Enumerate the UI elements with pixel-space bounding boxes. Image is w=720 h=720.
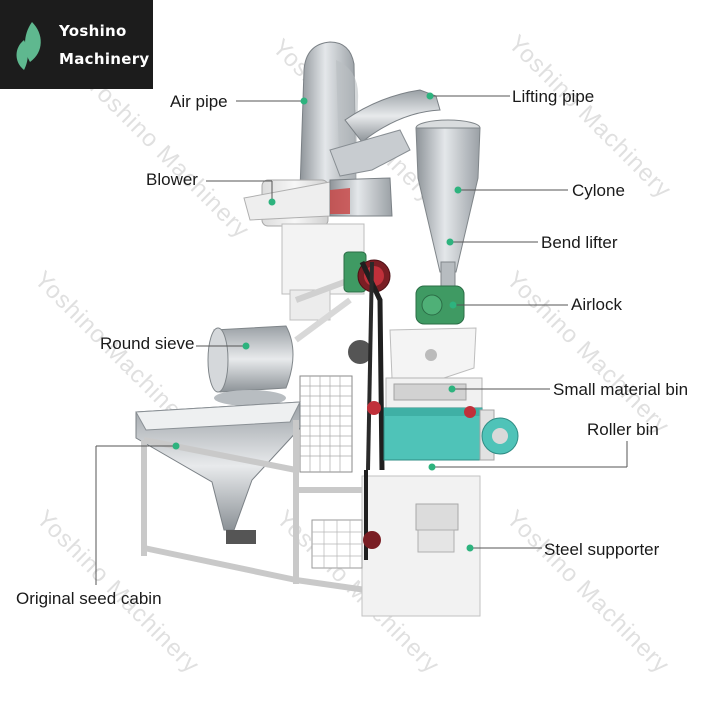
label-roller-bin: Roller bin	[587, 420, 659, 440]
marker-airlock	[450, 302, 457, 309]
marker-round-sieve	[243, 343, 250, 350]
brand-name-line-1: Yoshino	[59, 22, 127, 40]
marker-original-seed-cabin	[173, 443, 180, 450]
label-blower: Blower	[146, 170, 198, 190]
marker-blower	[269, 199, 276, 206]
brand-name-line-2: Machinery	[59, 50, 150, 68]
brand-logo: Yoshino Machinery	[0, 0, 153, 89]
cyclone-shape	[416, 128, 480, 272]
label-round-sieve: Round sieve	[100, 334, 195, 354]
marker-lifting-pipe	[427, 93, 434, 100]
label-airlock: Airlock	[571, 295, 622, 315]
leaf-icon	[10, 20, 50, 72]
marker-roller-bin	[429, 464, 436, 471]
marker-cylone	[455, 187, 462, 194]
label-air-pipe: Air pipe	[170, 92, 228, 112]
label-cylone: Cylone	[572, 181, 625, 201]
label-original-seed-cabin: Original seed cabin	[16, 589, 162, 609]
marker-bend-lifter	[447, 239, 454, 246]
label-steel-supporter: Steel supporter	[544, 540, 659, 560]
marker-air-pipe	[301, 98, 308, 105]
label-bend-lifter: Bend lifter	[541, 233, 618, 253]
marker-small-material-bin	[449, 386, 456, 393]
label-small-material-bin: Small material bin	[553, 380, 688, 400]
marker-steel-supporter	[467, 545, 474, 552]
label-lifting-pipe: Lifting pipe	[512, 87, 594, 107]
